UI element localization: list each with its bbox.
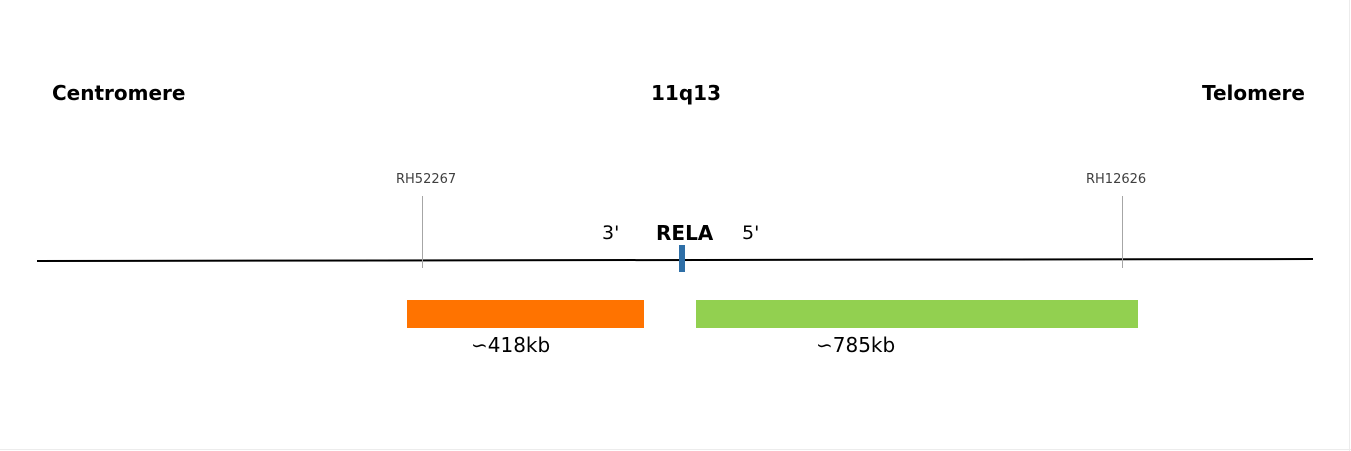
marker-left-label: RH52267 bbox=[396, 172, 457, 187]
marker-left-tick bbox=[422, 196, 423, 268]
centromere-label: Centromere bbox=[52, 81, 186, 105]
bottom-border bbox=[0, 449, 1351, 450]
gene-3-prime-label: 3' bbox=[602, 222, 620, 244]
gene-5-prime-label: 5' bbox=[742, 222, 760, 244]
gene-name-label: RELA bbox=[656, 221, 714, 245]
segment-right-size-label: ∽785kb bbox=[816, 333, 896, 357]
region-label: 11q13 bbox=[651, 81, 721, 105]
gene-position-mark bbox=[679, 245, 685, 272]
telomere-label: Telomere bbox=[1202, 81, 1305, 105]
right-border bbox=[1349, 0, 1350, 451]
segment-left-bar bbox=[407, 300, 644, 328]
marker-right-tick bbox=[1122, 196, 1123, 268]
marker-right-label: RH12626 bbox=[1086, 172, 1147, 187]
segment-left-size-label: ∽418kb bbox=[471, 333, 551, 357]
segment-right-bar bbox=[696, 300, 1138, 328]
